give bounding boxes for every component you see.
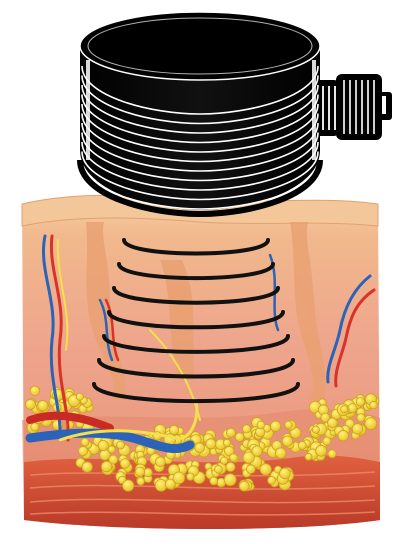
fat-cell <box>239 481 249 491</box>
fat-cell <box>117 441 125 449</box>
fat-cell <box>328 450 336 458</box>
fat-cell <box>25 399 35 409</box>
fat-cell <box>38 401 48 411</box>
fat-cell <box>323 437 331 445</box>
fat-cell <box>173 472 185 484</box>
fat-cell <box>226 462 235 471</box>
fat-cell <box>285 421 293 429</box>
fat-cell <box>170 425 179 434</box>
fat-cell <box>356 398 365 407</box>
fat-cell <box>210 477 218 485</box>
fat-cell <box>365 418 377 430</box>
fat-cell <box>338 430 349 441</box>
device-top-face <box>80 12 320 80</box>
fat-cell <box>357 414 365 422</box>
fat-cell <box>220 457 227 464</box>
fat-cell <box>226 428 235 437</box>
fat-cell <box>252 446 262 456</box>
fat-cell <box>280 468 291 479</box>
fat-cell <box>282 436 292 446</box>
fat-cell <box>305 453 312 460</box>
fat-cell <box>235 433 244 442</box>
fat-cell <box>341 406 348 413</box>
fat-cell <box>215 465 223 473</box>
fat-cell <box>120 459 130 469</box>
fat-cell <box>275 448 286 459</box>
fat-cell <box>246 465 255 474</box>
fat-cell <box>101 461 112 472</box>
fat-cell <box>352 424 363 435</box>
fat-cell <box>78 446 87 455</box>
cable-connector-icon <box>312 74 392 140</box>
fat-cell <box>242 425 250 433</box>
fat-cell <box>195 443 205 453</box>
fat-cell <box>206 439 216 449</box>
fat-cell <box>137 478 145 486</box>
fat-cell <box>370 401 378 409</box>
fat-cell <box>298 441 306 449</box>
fat-cell <box>98 440 108 450</box>
fat-cell <box>81 438 89 446</box>
fat-cell <box>31 423 39 431</box>
fat-cell <box>260 464 271 475</box>
fat-cell <box>230 454 238 462</box>
fat-cell <box>268 476 276 484</box>
fat-cell <box>270 421 280 431</box>
fat-cell <box>135 467 144 476</box>
fat-cell <box>123 480 134 491</box>
fat-cell <box>156 457 166 467</box>
fat-cell <box>316 445 327 456</box>
fat-cell <box>257 421 265 429</box>
fat-cell <box>312 426 319 433</box>
fat-cell <box>76 393 83 400</box>
fat-cell <box>82 462 92 472</box>
fat-cell <box>223 439 230 446</box>
fat-cell <box>224 474 236 486</box>
fat-cell <box>30 386 40 396</box>
skin-block <box>22 195 380 529</box>
fat-cell <box>108 446 115 453</box>
fat-cell <box>187 473 194 480</box>
device-head-icon <box>80 12 392 214</box>
fat-cell <box>328 418 338 428</box>
